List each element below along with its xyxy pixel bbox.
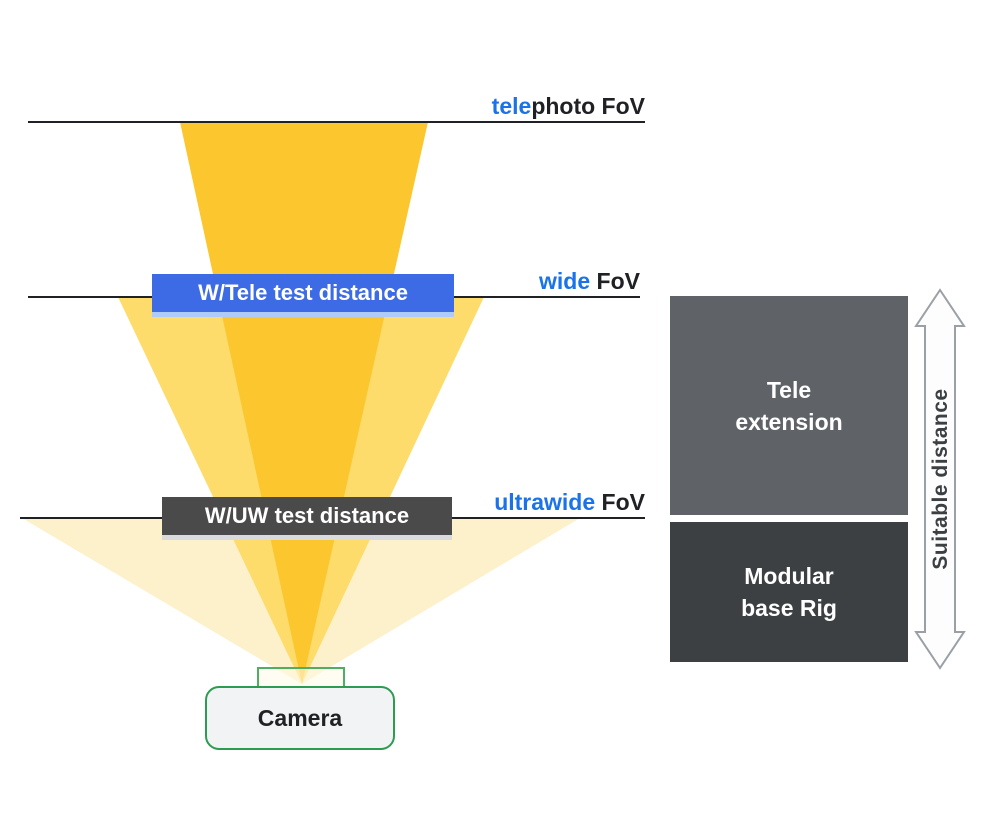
modular-base-rig-box: Modular base Rig (670, 522, 908, 662)
ultrawide-fov-label-highlight: ultrawide (494, 489, 596, 515)
ultrawide-fov-label: ultrawide FoV (494, 489, 645, 516)
telephoto-fov-label-highlight: tele (491, 93, 532, 119)
ultrawide-fov-label-rest: FoV (595, 489, 645, 515)
tele-extension-label-line2: extension (735, 408, 843, 435)
modular-base-rig-label-line2: base Rig (741, 595, 837, 621)
tele-extension-label-line1: Tele (766, 376, 812, 403)
w-tele-test-distance-box: W/Tele test distance (152, 274, 454, 317)
telephoto-fov-label-rest: photo FoV (531, 93, 645, 119)
tele-extension-box: Tele extension (670, 296, 908, 515)
w-uw-test-distance-label: W/UW test distance (204, 503, 410, 528)
suitable-distance-label: Suitable distance (929, 388, 952, 570)
camera-lens (257, 667, 345, 688)
telephoto-cone (180, 122, 428, 684)
camera-box: Camera (205, 686, 395, 750)
modular-base-rig-label-line1: Modular (744, 563, 834, 589)
wide-fov-label-highlight: wide (539, 268, 591, 294)
suitable-distance-arrow (914, 288, 966, 670)
camera-label: Camera (257, 704, 343, 731)
wide-fov-label: wide FoV (539, 268, 640, 295)
telephoto-fov-label: telephoto FoV (492, 93, 645, 120)
w-uw-test-distance-box: W/UW test distance (162, 497, 452, 540)
wide-fov-label-rest: FoV (590, 268, 640, 294)
w-tele-test-distance-label: W/Tele test distance (198, 280, 408, 305)
